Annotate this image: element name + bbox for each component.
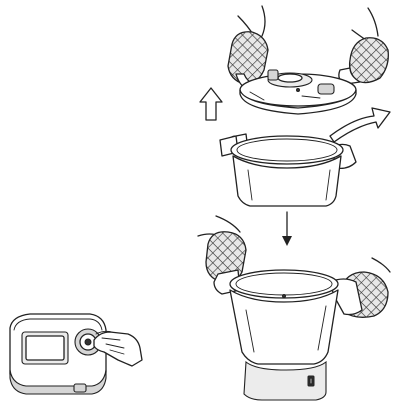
display-screen [22,332,68,364]
curved-right-arrow-icon [330,108,390,142]
up-arrow-icon [200,88,222,120]
bowl-lower [214,270,362,400]
machine-panel [10,314,142,394]
bowl-upper [220,134,356,206]
right-glove-icon [339,8,388,84]
down-arrow-icon [282,212,292,246]
lid-removal-panel [200,6,390,142]
bowl-removal-panel [198,216,390,400]
